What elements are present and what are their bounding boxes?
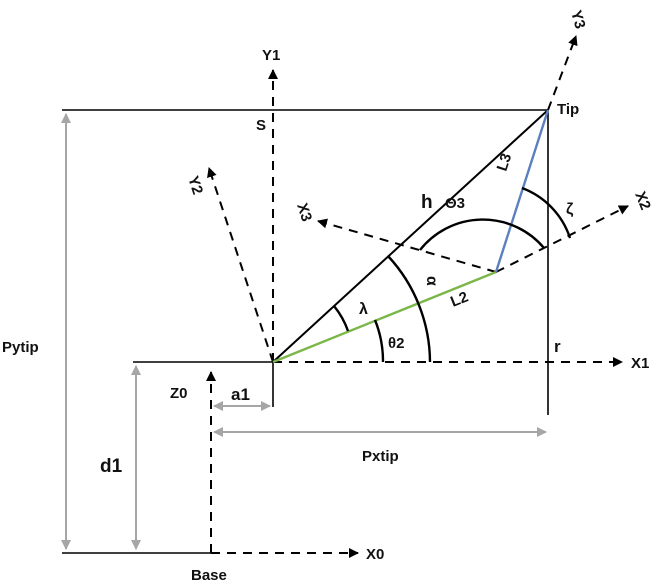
base-label: Base	[191, 567, 227, 584]
y2-label: Y2	[184, 174, 206, 197]
y1-label: Y1	[262, 47, 280, 64]
z0-label: Z0	[170, 385, 188, 402]
x2-label: X2	[631, 189, 654, 212]
link-l3	[494, 109, 550, 273]
theta2-arc	[373, 319, 385, 363]
d1-label: d1	[100, 456, 123, 477]
alpha-arc	[387, 255, 432, 363]
s-label: S	[256, 117, 266, 134]
alpha-label: α	[423, 276, 440, 286]
zeta-arc	[521, 186, 572, 239]
x3-label: X3	[293, 201, 315, 224]
h-line	[272, 109, 549, 363]
h-label: h	[421, 192, 433, 213]
a1-label: a1	[231, 385, 250, 404]
l3-label: L3	[494, 151, 516, 173]
lambda-arc	[333, 305, 350, 332]
theta3-arc	[419, 218, 545, 251]
y3-label: Y3	[567, 8, 588, 30]
lambda-label: λ	[359, 301, 368, 318]
pxtip-label: Pxtip	[362, 448, 399, 465]
x2-axis	[495, 205, 629, 273]
link-l2	[272, 270, 497, 364]
theta3-label: Θ3	[445, 195, 465, 212]
l2-label: L2	[448, 288, 471, 310]
y2-axis	[207, 167, 274, 363]
x3-axis	[317, 218, 497, 273]
x0-label: X0	[366, 546, 384, 563]
pytip-label: Pytip	[2, 339, 39, 356]
r-label: r	[554, 337, 561, 356]
zeta-label: ζ	[566, 201, 574, 218]
theta2-label: θ2	[388, 335, 404, 352]
x1-label: X1	[631, 355, 649, 372]
tip-label: Tip	[557, 101, 579, 118]
y3-axis	[547, 35, 578, 111]
